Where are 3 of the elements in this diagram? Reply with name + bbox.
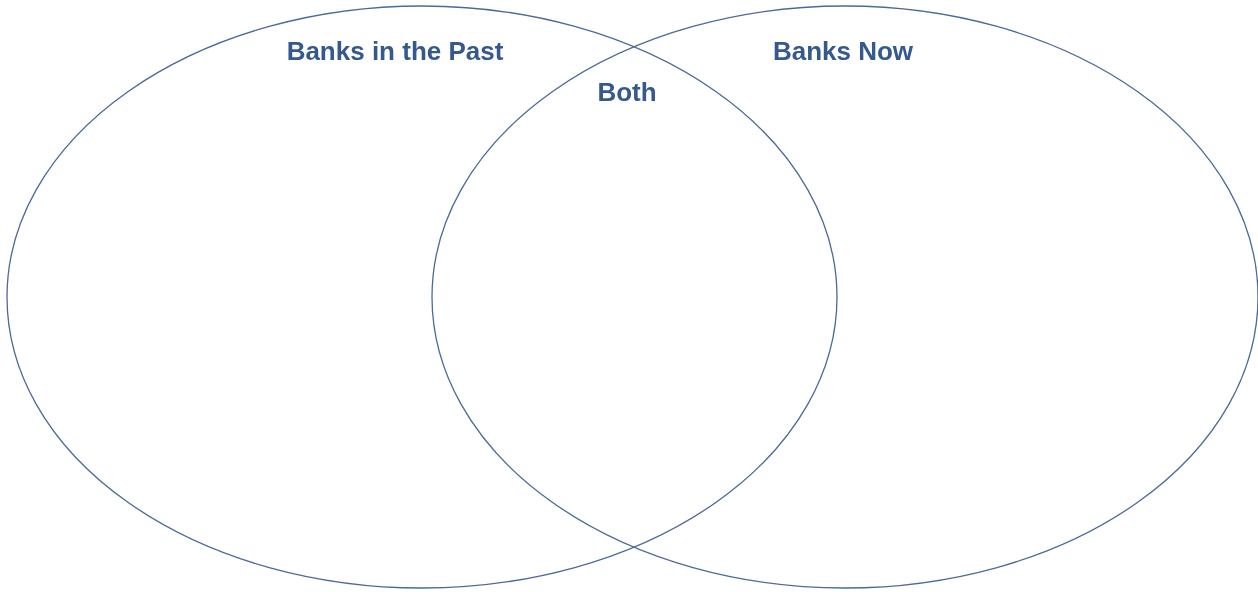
set-heading: Banks Now [772,36,914,66]
overlap-heading: Both [597,77,657,107]
set-heading: Banks in the Past [286,36,504,66]
